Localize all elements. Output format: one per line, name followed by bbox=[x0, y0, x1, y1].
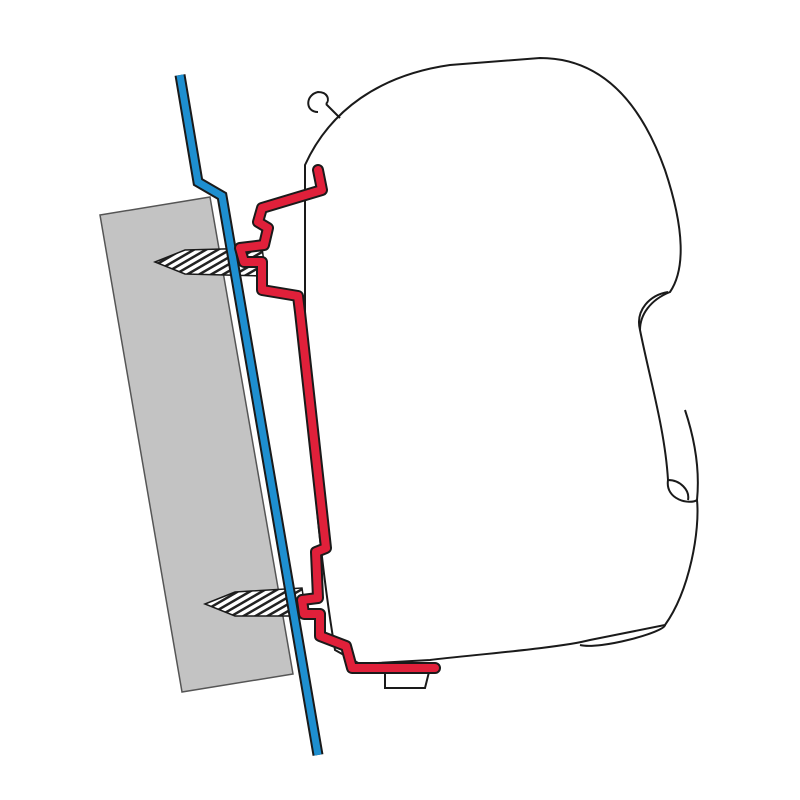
awning-housing bbox=[304, 56, 699, 666]
housing-side-detail bbox=[579, 291, 699, 647]
wall-plate bbox=[99, 196, 294, 693]
housing-hook bbox=[307, 90, 341, 119]
